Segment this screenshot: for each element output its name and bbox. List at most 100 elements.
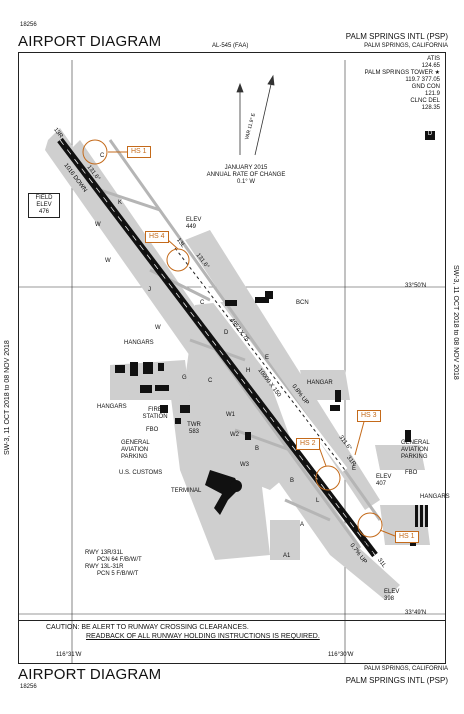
chart-number-top: 18256 [20,22,37,28]
frequency-block: ATIS 124.65 PALM SPRINGS TOWER ★ 119.7 3… [365,56,440,112]
caution-line1: CAUTION: BE ALERT TO RUNWAY CROSSING CLE… [46,624,249,631]
taxiway-label-w3: W3 [240,462,249,468]
airport-name-top: PALM SPRINGS INTL (PSP) [345,32,448,41]
taxiway-label-w-mid: W [105,258,111,264]
taxiway-label-a1: A1 [283,553,291,559]
var-label-text: VAR 11.9° E [244,112,257,141]
clnc-freq: 128.35 [421,105,440,111]
longitude-west: 116°31'W [56,652,82,658]
gnd-freq: 121.9 [424,91,440,97]
frame-top-line [18,52,446,53]
hot-spot-label-hs4: HS 4 [145,231,169,243]
effective-date-right: SW-3, 11 OCT 2018 to 08 NOV 2018 [452,265,459,380]
effective-date-left: SW-3, 11 OCT 2018 to 08 NOV 2018 [4,340,11,455]
pcn-block: RWY 13R/31L PCN 64 F/B/W/T RWY 13L-31R P… [85,550,142,578]
taxiway-label-j: J [148,287,151,293]
hangar-east-label: HANGAR [307,380,333,386]
hot-spot-label-hs3: HS 3 [357,410,381,422]
taxiway-label-w-north: W [95,222,101,228]
taxiway-label-c-mid: C [200,300,205,306]
tower-elevation: 583 [188,429,199,435]
city-bottom: PALM SPRINGS, CALIFORNIA [364,666,448,672]
taxiway-label-c-south: C [208,378,213,384]
runway-13r-31l-centerline [59,139,376,556]
frame-right-line [445,52,446,664]
fbo-east-label: FBO [405,470,418,476]
hot-spot-label-hs1-south: HS 1 [395,531,419,543]
tower-label: PALM SPRINGS TOWER ★ [364,70,440,76]
elev-407-value: 407 [376,481,387,487]
caution-rule [19,620,445,621]
elev-407-label: ELEV 407 [376,474,391,488]
magvar-line3: 0.1° W [236,179,256,185]
hangars-west-label: HANGARS [97,404,127,410]
field-elev-line2: ELEV [36,202,52,208]
elev-449-title: ELEV [186,217,202,223]
north-arrows [236,74,275,156]
beacon-label: BCN [296,300,309,306]
elev-398-title: ELEV [384,589,400,595]
taxiway-label-w2: W2 [230,432,239,438]
taxiway-label-w-south: W [155,325,161,331]
elev-449-value: 449 [186,224,197,230]
terminal-label: TERMINAL [171,488,202,494]
taxiway-label-l: L [316,498,320,504]
taxiway-label-k: K [118,200,123,206]
city-top: PALM SPRINGS, CALIFORNIA [364,43,448,49]
chart-title-bottom: AIRPORT DIAGRAM [18,666,162,683]
atis-label: ATIS [427,56,440,62]
gnd-label: GND CON [411,84,440,90]
chart-title-top: AIRPORT DIAGRAM [18,33,162,50]
chart-number-bottom: 18256 [20,684,37,690]
hot-spot-label-hs1-north: HS 1 [127,146,151,158]
pcn-rwy2-value: PCN 5 F/B/W/T [97,571,139,577]
atis-freq: 124.65 [421,63,440,69]
fbo-west-label: FBO [146,427,159,433]
ga-parking-east-label: GENERAL AVIATION PARKING [401,440,430,460]
magvar-line2: ANNUAL RATE OF CHANGE [206,172,286,178]
taxiway-label-g: G [182,375,187,381]
field-elev-value: 476 [38,209,49,215]
d-atis-marker: D [425,131,435,140]
elev-398-value: 398 [384,596,395,602]
tower-label-block: TWR 583 [182,422,206,436]
caution-line2: READBACK OF ALL RUNWAY HOLDING INSTRUCTI… [86,633,320,640]
pcn-rwy1-value: PCN 64 F/B/W/T [97,557,142,563]
latitude-south: 33°49'N [405,610,427,616]
clnc-label: CLNC DEL [410,98,440,104]
fire-station-label: FIRE STATION [142,407,168,420]
taxiway-label-b-south: B [290,478,295,484]
field-elev-line1: FIELD [35,195,53,201]
magvar-change-note: JANUARY 2015 ANNUAL RATE OF CHANGE 0.1° … [196,165,296,186]
pcn-rwy2: RWY 13L-31R [85,564,124,570]
taxiway-label-a: A [300,522,305,528]
elev-407-title: ELEV [376,474,392,480]
taxiway-label-d: D [224,330,229,336]
taxiway-label-e: E [265,355,270,361]
elev-449-label: ELEV 449 [186,217,201,231]
hangars-north-label: HANGARS [124,340,154,346]
hangars-se-label: HANGARS [420,494,450,500]
elev-398-label: ELEV 398 [384,589,399,603]
buildings [115,291,428,546]
latitude-north: 33°50'N [405,283,427,289]
magvar-line1: JANUARY 2015 [224,165,268,171]
tower-freq: 119.7 377.05 [405,77,440,83]
taxiway-label-w1: W1 [226,412,235,418]
taxiway-label-e-south: E [352,466,357,472]
tower-label: TWR [187,422,201,428]
customs-label: U.S. CUSTOMS [119,470,163,476]
longitude-east: 116°30'W [328,652,354,658]
hot-spot-circles [82,139,396,538]
field-elevation-box: FIELD ELEV 476 [28,193,60,218]
pcn-rwy1: RWY 13R/31L [85,550,124,556]
ga-parking-west-label: GENERAL AVIATION PARKING [121,440,150,460]
taxiway-label-h: H [246,368,251,374]
taxiway-label-b: B [255,446,260,452]
hot-spot-label-hs2: HS 2 [296,438,320,450]
frame-bottom-line [18,663,446,664]
taxiway-label-c-north: C [100,153,105,159]
runway-13l-31r [174,247,346,471]
airport-name-bottom: PALM SPRINGS INTL (PSP) [345,676,448,685]
